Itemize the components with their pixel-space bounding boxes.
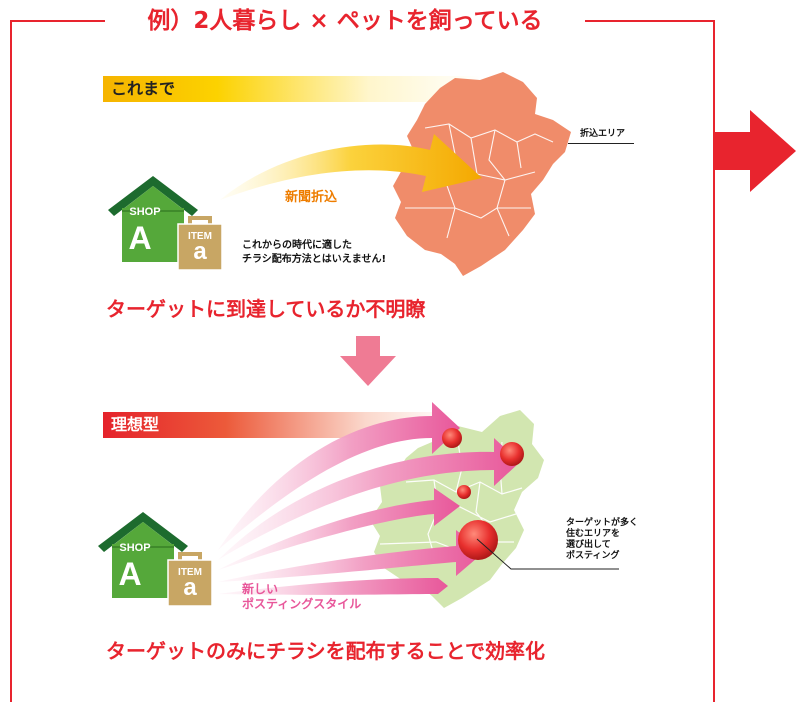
- target-dot-2: [500, 442, 524, 466]
- section-label-before: これまで: [103, 76, 483, 102]
- before-note-2: チラシ配布方法とはいえません!: [242, 254, 387, 265]
- item-label: ITEM: [188, 231, 212, 242]
- shop-label: SHOP: [119, 542, 151, 554]
- target-note-1: ターゲットが多く: [566, 518, 639, 528]
- down-arrow-icon: [340, 336, 396, 386]
- item-letter: a: [193, 238, 207, 265]
- before-note-1: これからの時代に適した: [242, 240, 352, 251]
- newspaper-arrow: [220, 134, 482, 200]
- shop-letter: A: [128, 220, 152, 256]
- frame-left: [10, 20, 12, 702]
- new-style-label-1: 新しい: [242, 582, 279, 596]
- item-label: ITEM: [178, 567, 202, 578]
- new-style-label-2: ポスティングスタイル: [242, 597, 362, 611]
- shop-letter: A: [118, 556, 142, 592]
- bag-icon: [167, 552, 213, 607]
- target-callout-line: [476, 538, 619, 570]
- target-note-3: 選び出して: [566, 540, 611, 550]
- page-title: 例）2人暮らし × ペットを飼っている: [105, 4, 585, 38]
- newspaper-arrow-label: 新聞折込: [285, 190, 338, 205]
- house-icon: [108, 176, 198, 262]
- posting-arrows: [218, 402, 520, 595]
- house-icon: [98, 512, 188, 598]
- area-label-line: [568, 143, 634, 144]
- frame-right: [713, 20, 715, 702]
- target-note-4: ポスティング: [566, 551, 620, 561]
- target-note-2: 住むエリアを: [566, 529, 621, 539]
- bag-icon: [177, 216, 223, 271]
- next-arrow-icon: [714, 110, 796, 192]
- area-label: 折込エリア: [580, 129, 626, 139]
- frame-top-left: [10, 20, 108, 22]
- ideal-conclusion: ターゲットのみにチラシを配布することで効率化: [106, 639, 545, 663]
- shop-label: SHOP: [129, 206, 161, 218]
- frame-top-right: [585, 20, 715, 22]
- target-dot-1: [442, 428, 462, 448]
- before-conclusion: ターゲットに到達しているか不明瞭: [106, 297, 426, 321]
- item-letter: a: [183, 574, 197, 601]
- target-dot-3: [457, 485, 471, 499]
